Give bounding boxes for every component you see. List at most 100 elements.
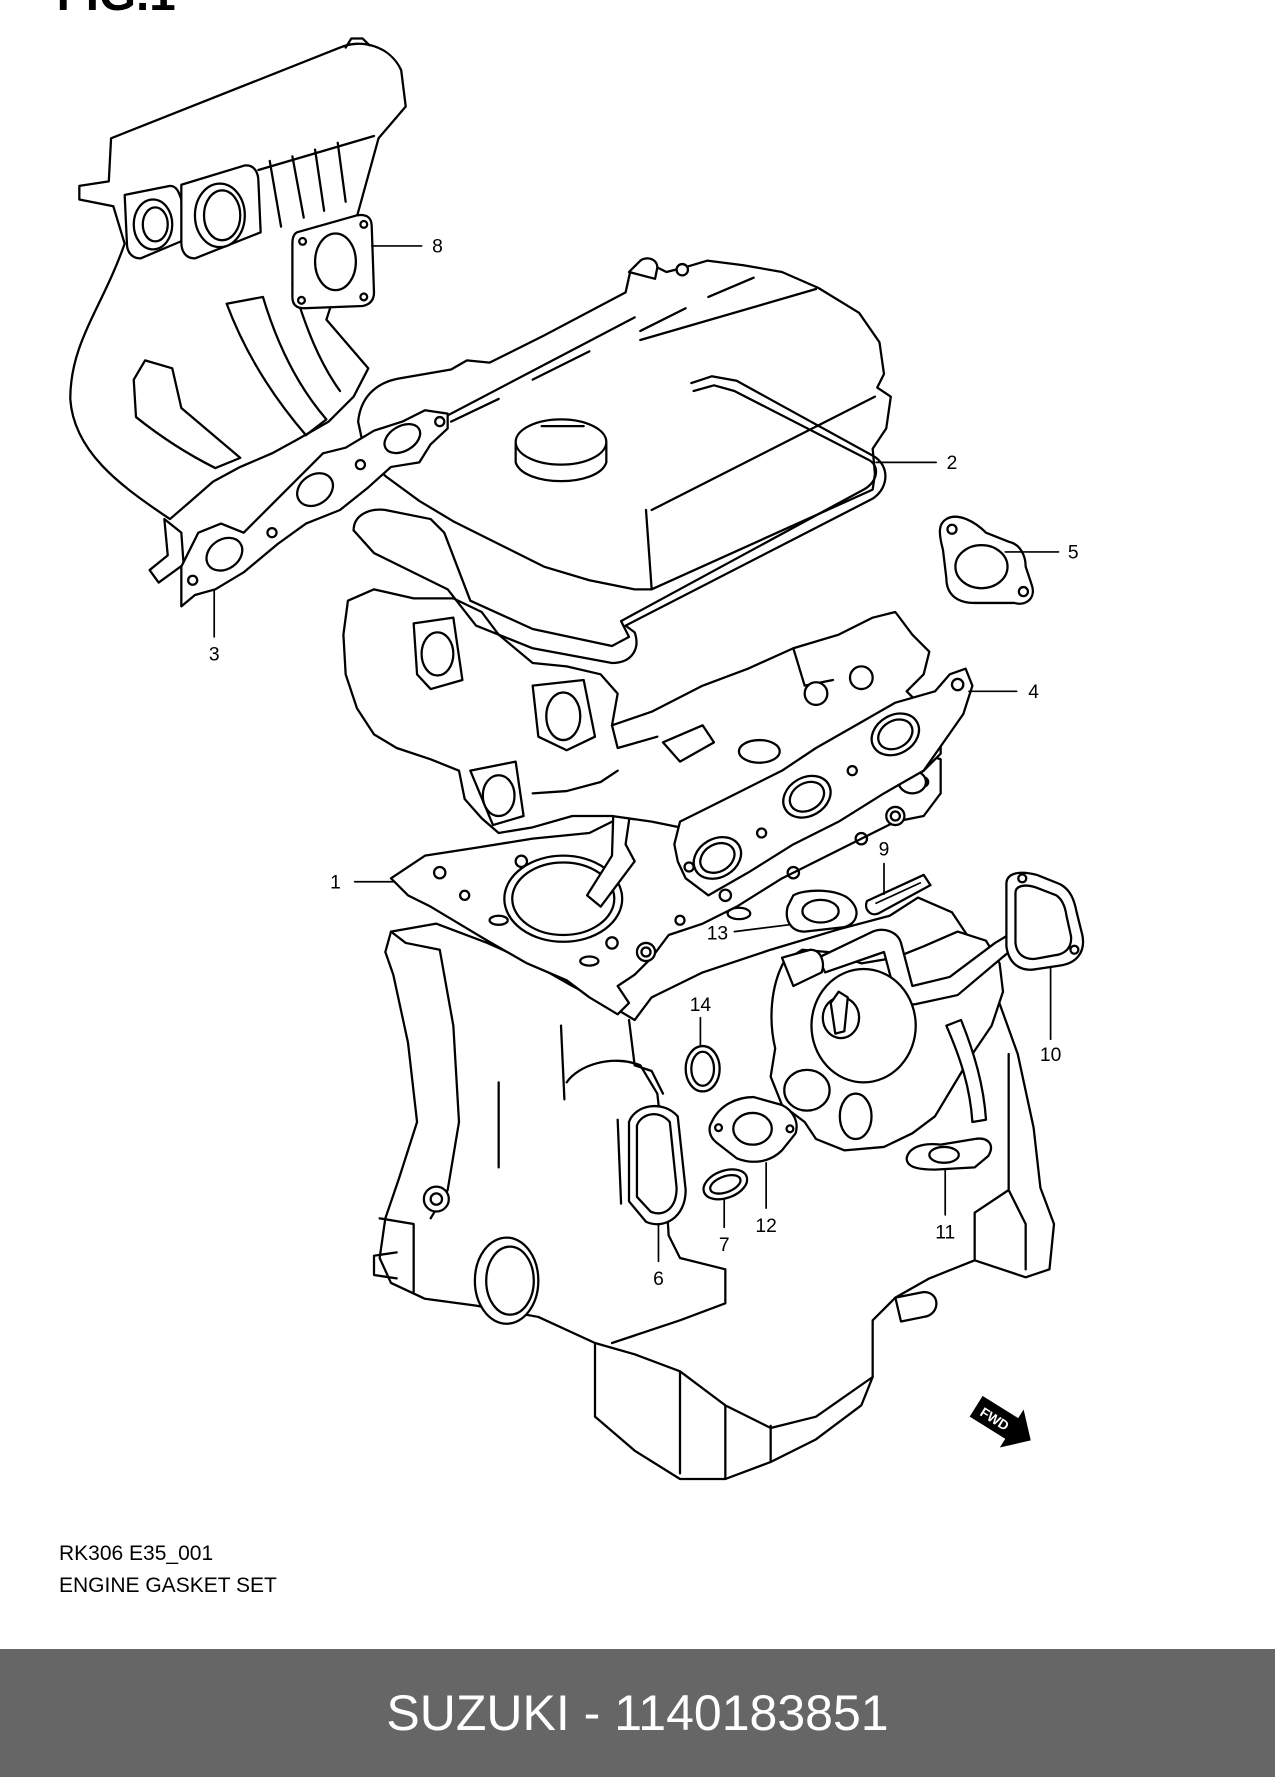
intake-manifold [69,37,407,584]
gasket-bolt-hole [950,677,965,692]
gasket-bolt-hole [359,219,369,229]
head-port [545,691,582,742]
exhaust-port-ring-inner [699,841,736,874]
egr-tube [945,1018,988,1124]
diagram-title: ENGINE GASKET SET [59,1574,277,1597]
dowel-ring [635,941,657,963]
intake-gasket-port [296,472,335,508]
throttle-bore-inner [202,189,242,242]
cylinder-bore [503,854,624,943]
intake-manifold-outline [69,42,407,521]
callout-2: 2 [947,453,958,474]
footer-text: SUZUKI - 1140183851 [386,1685,889,1741]
callout-numbers: 1 2 3 4 5 6 7 8 9 10 11 12 13 14 [209,237,1079,1290]
gasket-bolt-hole [266,527,278,539]
gasket-12 [708,1095,798,1163]
dowel-ring-inner [889,810,901,822]
gasket-bolt-hole [1017,585,1030,598]
gasket-bolt-hole [1017,873,1028,884]
egr-bracket [780,948,825,988]
o-ring-14 [684,1044,721,1093]
engine-block-rear-edge [973,1052,1027,1271]
cylinder-head-cover [357,257,892,591]
callout-12: 12 [755,1216,776,1237]
callout-3: 3 [209,645,220,666]
head-cover-ridges [378,276,877,591]
gasket-12-outline [708,1095,798,1163]
gasket-bolt-hole [298,236,308,246]
gasket-bolt-hole [187,574,199,586]
oil-pan-lines [593,1341,874,1481]
o-ring-7 [702,1168,749,1201]
egr-valve-stem [829,990,849,1035]
oil-filler-cap [514,418,608,466]
exhaust-port-ring-inner [788,780,826,813]
gasket-5-bore [954,544,1009,590]
o-ring-7-inner [709,1173,742,1195]
gasket-bolt-hole [755,827,768,839]
dowel-ring-inner [640,946,652,958]
exhaust-manifold-gasket-outline [673,667,974,897]
gasket-10-outline [1005,871,1085,971]
footer-bar: SUZUKI - 1140183851 [0,1649,1275,1777]
fwd-arrow-badge: FWD [969,1395,1031,1448]
callout-1: 1 [330,873,341,894]
head-bolt-boss [803,681,829,707]
block-stud [894,1290,938,1323]
callout-13: 13 [707,924,728,945]
exhaust-port-ring [692,835,743,880]
gasket-6-seat [616,1118,623,1205]
intake-runner [132,359,242,470]
gasket-13-bore [801,898,840,924]
gasket-bolt-hole [434,415,446,428]
callout-8: 8 [432,237,443,258]
callout-14: 14 [690,995,712,1016]
intake-manifold-gasket-outline [180,409,449,608]
head-port [420,631,455,677]
callout-leaders [213,245,1060,1263]
intake-port-inner [141,206,169,243]
dowel-ring [885,805,906,827]
gasket-6 [616,1104,687,1226]
gasket-bolt-hole [296,295,306,305]
intake-gasket-port [205,536,244,572]
exhaust-port-ring-inner [877,718,914,751]
throttle-body-gasket-outline [291,213,376,310]
callout-10: 10 [1040,1045,1061,1066]
head-bump [661,724,716,763]
diagram-code: RK306 E35_001 [59,1542,214,1565]
engine-mount-bracket [372,1217,415,1294]
head-bolt-boss [848,665,874,691]
gasket-6-inner [635,1113,678,1215]
gasket-9-slot [875,882,922,905]
gasket-13 [785,889,858,933]
callout-9: 9 [879,840,890,861]
gasket-bolt-hole [946,523,958,535]
figure-label: FIG.1 [57,0,176,21]
gasket-bolt-hole [354,458,367,471]
block-boss-inner [429,1192,444,1206]
intake-flange [148,517,185,584]
engine-gasket-diagram: FIG.1 [57,0,1085,1481]
gasket-5 [938,515,1034,605]
callout-5: 5 [1068,543,1079,564]
callout-6: 6 [653,1269,664,1290]
egr-lobe [838,1092,873,1141]
callout-7: 7 [719,1235,730,1256]
head-cover-outline [357,259,892,591]
exhaust-manifold-gasket [673,667,974,897]
fwd-arrow-icon [969,1395,1031,1448]
gasket-bolt-hole [683,861,695,873]
exhaust-port-ring [870,712,921,757]
gasket-10-inner [1014,884,1073,961]
throttle-bore [193,182,246,249]
gasket-9 [865,873,932,916]
gasket-holes [432,776,930,967]
egr-lobe [783,1068,831,1112]
gasket-bolt-hole [714,1123,724,1133]
egr-assembly [769,928,1016,1152]
gasket-12-bore [732,1111,773,1146]
intake-manifold-gasket [180,409,449,608]
block-boss [422,1185,450,1213]
head-cover-gasket-outer [352,384,878,648]
